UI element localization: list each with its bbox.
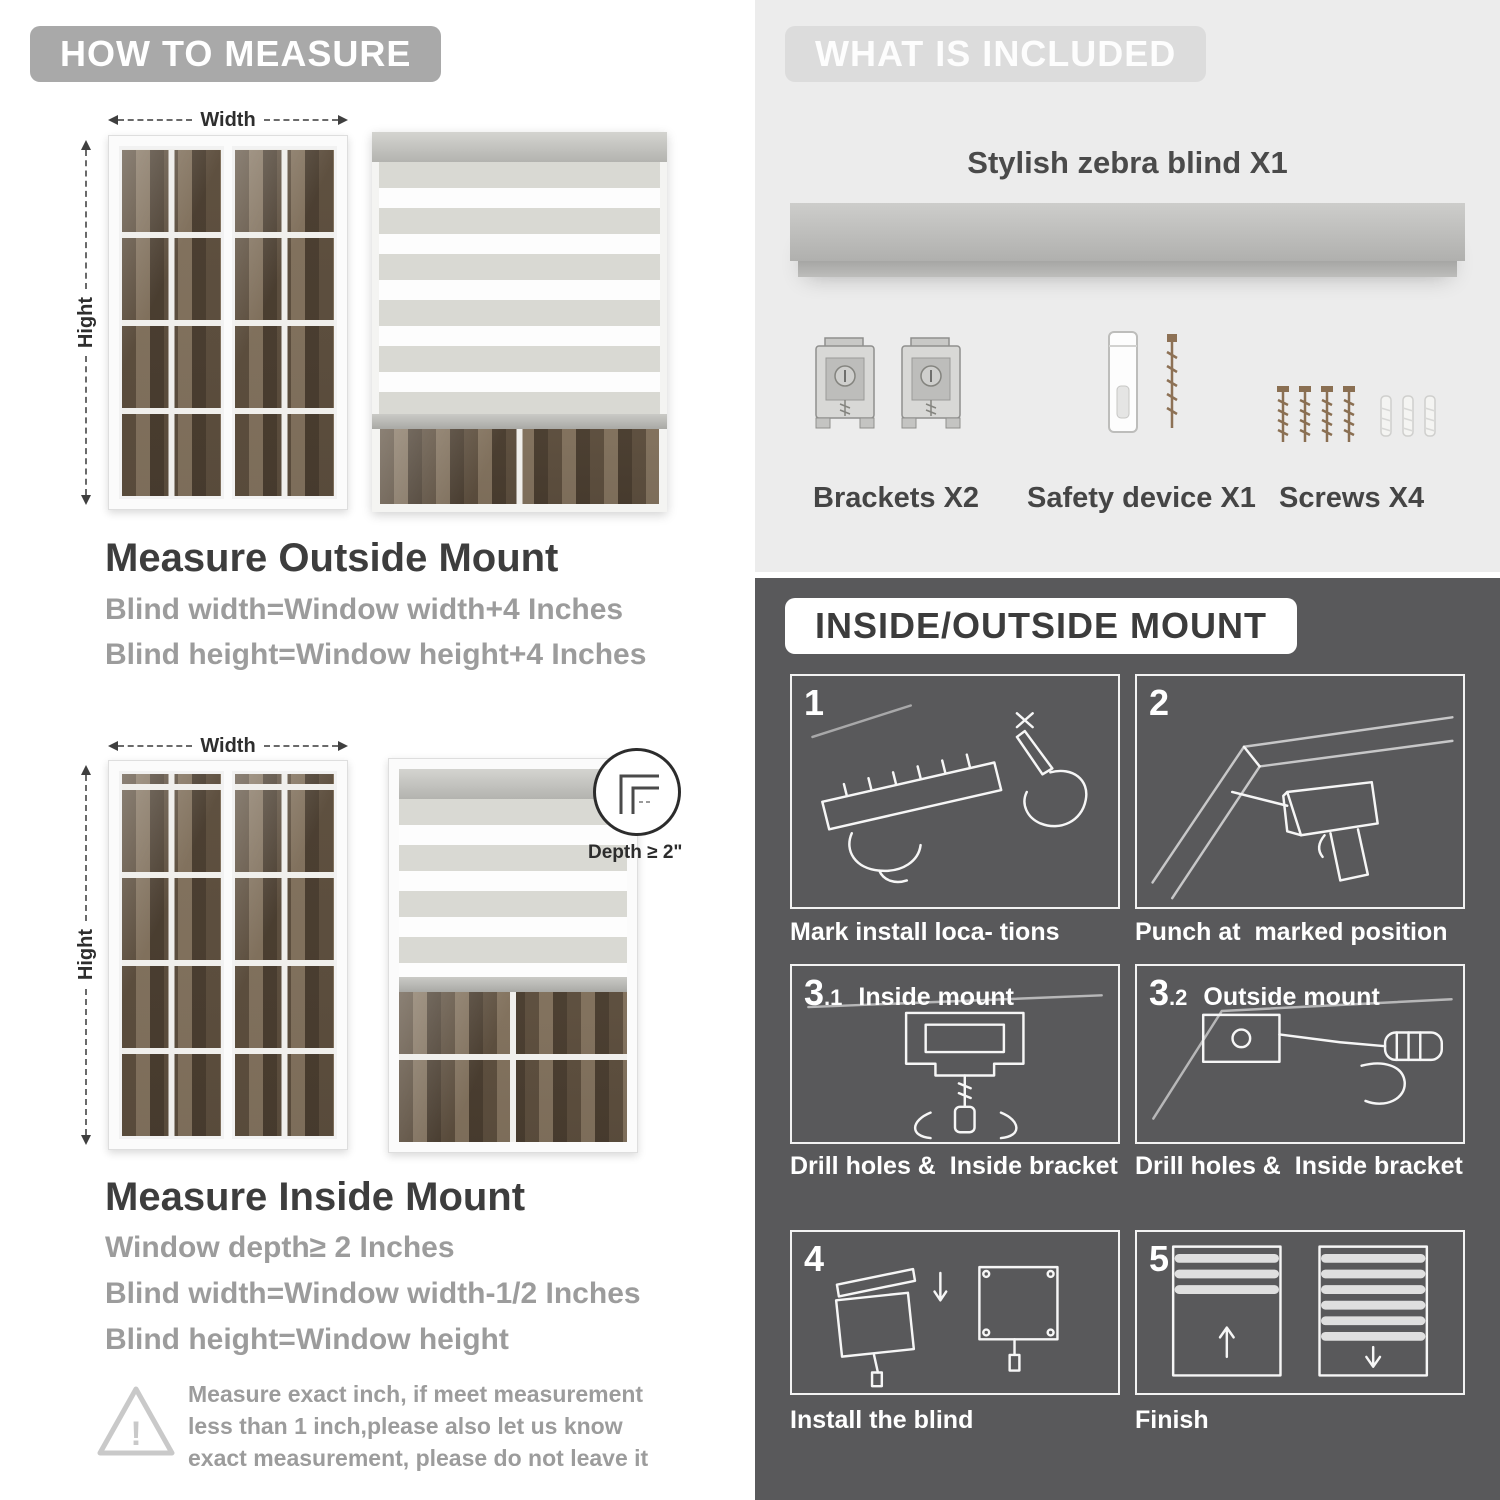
mount-header: INSIDE/OUTSIDE MOUNT: [785, 598, 1298, 654]
drill-illustration: [1151, 716, 1454, 900]
step-caption-5: Finish: [1135, 1406, 1209, 1434]
outside-mount-label: Outside mount: [1203, 983, 1380, 1011]
height-arrow-inside: Hight: [74, 765, 97, 1145]
step-caption-3-1: Drill holes & Inside bracket: [790, 1152, 1118, 1180]
window-below-blind: [372, 429, 667, 512]
safety-device-icon: [1108, 331, 1178, 433]
width-arrow-outside: Width: [108, 108, 349, 131]
step-box-1: 1: [790, 674, 1120, 909]
width-arrow-inside: Width: [108, 734, 349, 757]
zebra-blind-product: [790, 203, 1465, 277]
step-caption-3-2: Drill holes & Inside bracket: [1135, 1152, 1463, 1180]
inside-mount-line2: Blind width=Window width-1/2 Inches: [105, 1277, 641, 1310]
step-caption-2: Punch at marked position: [1135, 918, 1448, 946]
window-pane: [119, 771, 224, 1139]
width-label: Width: [200, 734, 256, 757]
window-pane: [232, 771, 337, 1139]
brackets-icon: [815, 337, 961, 429]
how-to-measure-header: HOW TO MEASURE: [30, 26, 442, 82]
window-illustration-inside: [108, 760, 348, 1150]
arrow-right-icon: [338, 115, 349, 125]
step-number: 3: [1149, 972, 1170, 1013]
blind-cassette: [372, 132, 667, 162]
inside-mount-title: Measure Inside Mount: [105, 1175, 526, 1219]
inside-mount-label: Inside mount: [858, 983, 1014, 1011]
install-blind-illustration: [834, 1265, 1059, 1388]
arrow-right-icon: [338, 741, 349, 751]
screws-icon: [1277, 384, 1436, 444]
arrow-down-icon: [81, 1135, 91, 1145]
height-label: Hight: [74, 296, 97, 349]
arrow-up-icon: [81, 140, 91, 150]
outside-mount-line2: Blind height=Window height+4 Inches: [105, 638, 647, 671]
step-box-2: 2: [1135, 674, 1465, 909]
what-is-included-header: WHAT IS INCLUDED: [785, 26, 1207, 82]
brackets-label: Brackets X2: [813, 482, 980, 514]
depth-detail-circle: [593, 748, 681, 836]
width-label: Width: [200, 108, 256, 131]
blind-rail: [372, 414, 667, 429]
height-label: Hight: [74, 929, 97, 981]
outside-bracket-illustration: [1152, 998, 1453, 1120]
step-box-4: 4: [790, 1230, 1120, 1395]
zebra-blind-outside-illustration: [372, 132, 667, 512]
step-number: 4: [804, 1238, 825, 1279]
step-number: 3: [804, 972, 825, 1013]
window-corner-detail-icon: [619, 774, 659, 814]
depth-label: Depth ≥ 2": [588, 842, 683, 863]
outside-mount-line1: Blind width=Window width+4 Inches: [105, 593, 624, 626]
warning-mark: !: [130, 1415, 141, 1453]
window-below-blind: [399, 992, 627, 1142]
step-caption-4: Install the blind: [790, 1406, 974, 1434]
arrow-left-icon: [108, 115, 118, 125]
step-number: 5: [1149, 1238, 1170, 1279]
measurement-note: Measure exact inch, if meet measurement …: [188, 1381, 649, 1472]
inside-mount-line1: Window depth≥ 2 Inches: [105, 1231, 455, 1264]
what-is-included-panel: WHAT IS INCLUDED Stylish zebra blind X1: [755, 0, 1500, 572]
arrow-left-icon: [108, 741, 118, 751]
mark-locations-illustration: [811, 704, 1088, 884]
blind-cassette: [399, 769, 627, 799]
inside-bracket-illustration: [807, 994, 1103, 1140]
blind-stripes: [372, 162, 667, 414]
warning-triangle-icon: !: [97, 1386, 175, 1456]
arrow-down-icon: [81, 495, 91, 505]
arrow-up-icon: [81, 765, 91, 775]
safety-device-label: Safety device X1: [1027, 482, 1256, 514]
step-caption-1: Mark install loca- tions: [790, 918, 1060, 946]
mount-instructions-panel: INSIDE/OUTSIDE MOUNT 1 2: [755, 578, 1500, 1500]
step-box-5: 5: [1135, 1230, 1465, 1395]
finish-illustration: [1171, 1245, 1429, 1377]
blind-rail: [399, 977, 627, 992]
blind-stripes: [399, 799, 627, 977]
zebra-blind-inside-illustration: [388, 758, 638, 1153]
window-illustration-outside: [108, 135, 348, 510]
step-number: 1: [804, 682, 825, 723]
outside-mount-title: Measure Outside Mount: [105, 536, 559, 580]
window-pane: [232, 146, 337, 499]
step-number: 2: [1149, 682, 1170, 723]
blind-item-label: Stylish zebra blind X1: [967, 145, 1288, 180]
inside-mount-line3: Blind height=Window height: [105, 1323, 509, 1356]
height-arrow-outside: Hight: [74, 140, 97, 505]
screws-label: Screws X4: [1279, 482, 1425, 514]
window-pane: [119, 146, 224, 499]
